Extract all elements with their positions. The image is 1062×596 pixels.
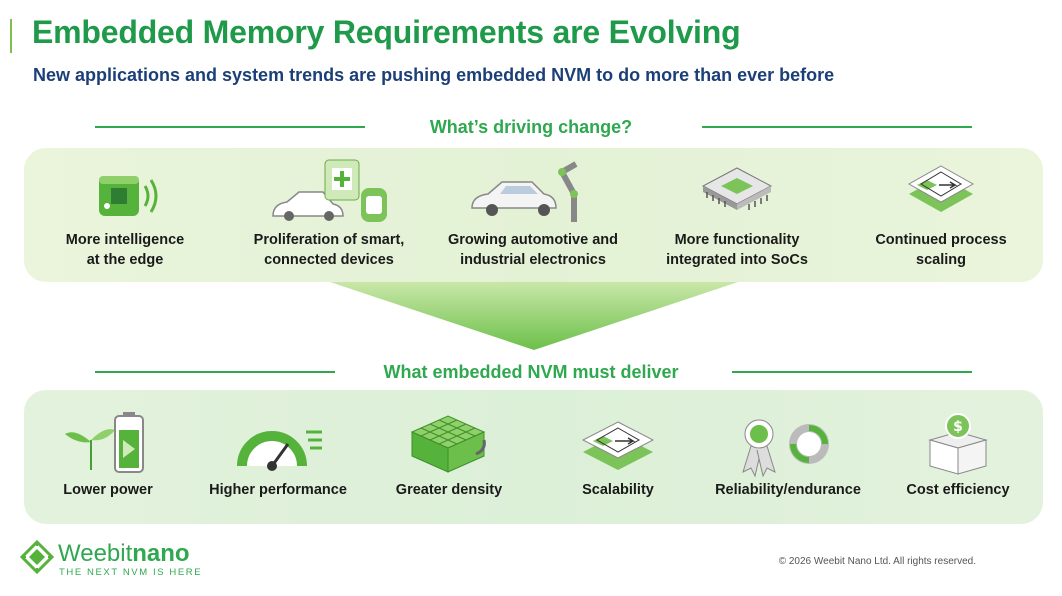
page-subtitle: New applications and system trends are p… — [33, 65, 835, 85]
page-title: Embedded Memory Requirements are Evolvin… — [32, 14, 741, 50]
driver-item: More functionality integrated into SoCs — [652, 158, 822, 270]
drivers-heading: What’s driving change? — [429, 117, 633, 137]
car-robot-arm-icon — [471, 161, 578, 222]
smart-devices-icon — [272, 159, 387, 222]
deliver-item: Higher performance — [200, 410, 356, 500]
ribbon-gear-icon — [742, 419, 829, 478]
deliver-item: Lower power — [38, 410, 178, 500]
plant-battery-icon — [65, 412, 144, 473]
driver-item: Proliferation of smart, connected device… — [244, 158, 414, 270]
driver-item: Growing automotive and industrial electr… — [448, 158, 618, 270]
dollar-box-icon: $ — [928, 413, 988, 475]
soc-chip-icon — [701, 167, 773, 210]
driver-item: More intelligence at the edge — [40, 158, 210, 270]
scalability-icon — [581, 421, 655, 470]
svg-text:$: $ — [953, 419, 963, 435]
brand-tagline: THE NEXT NVM IS HERE — [59, 567, 203, 578]
divider-line — [732, 371, 972, 373]
deliver-item: Scalability — [548, 410, 688, 500]
edge-chip-icon — [99, 176, 158, 216]
copyright-text: © 2026 Weebit Nano Ltd. All rights reser… — [778, 556, 976, 567]
divider-line — [702, 126, 972, 128]
deliver-heading: What embedded NVM must deliver — [383, 362, 679, 382]
divider-line — [95, 126, 365, 128]
title-accent-bar — [10, 19, 12, 53]
deliver-item: Reliability/endurance — [706, 410, 870, 500]
process-scaling-icon — [907, 165, 975, 212]
deliver-item: $ Cost efficiency — [888, 410, 1028, 500]
weebit-logo-icon — [20, 540, 54, 574]
divider-line — [95, 371, 335, 373]
cube-grid-icon — [410, 415, 486, 473]
deliver-item: Greater density — [380, 410, 518, 500]
speedometer-icon — [237, 430, 322, 471]
brand-name: Weebitnano — [58, 540, 190, 567]
driver-item: Continued process scaling — [856, 158, 1026, 270]
deliver-panel — [24, 390, 1043, 524]
drivers-panel — [24, 148, 1043, 282]
